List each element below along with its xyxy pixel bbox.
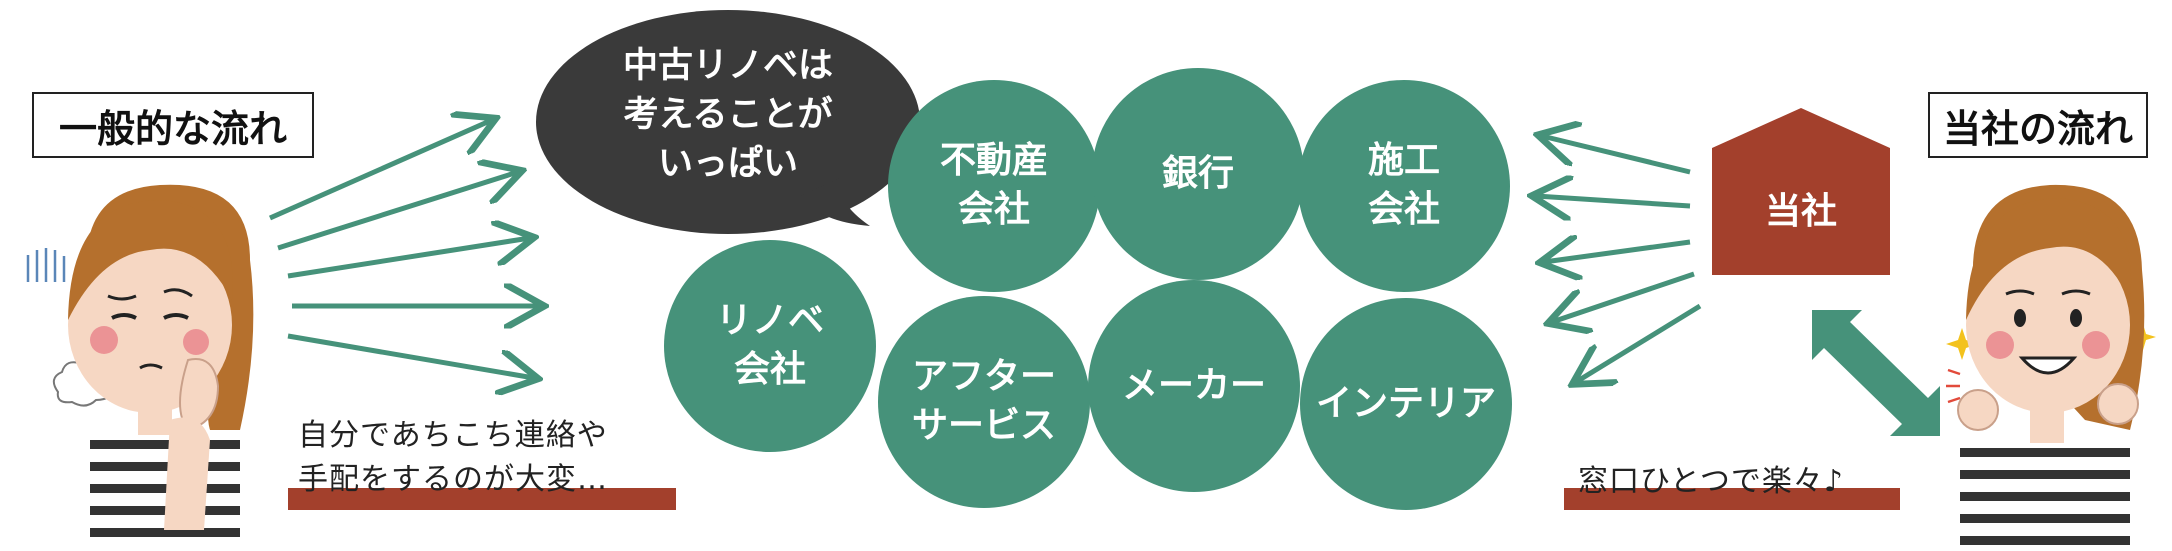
double-arrow-icon — [1812, 310, 1940, 436]
right-arrow-5 — [1576, 303, 1702, 382]
company-label: 当社 — [1764, 191, 1837, 232]
left-arrow-3 — [287, 238, 530, 279]
left-arrow-1 — [268, 120, 492, 221]
right-flow-title: 当社の流れ — [1928, 92, 2148, 158]
bubble-text: 中古リノベは 考えることが いっぱい — [622, 46, 833, 184]
circle-bank: 銀行 — [1092, 68, 1304, 280]
circle-construction: 施工 会社 — [1298, 80, 1510, 292]
right-note: 窓口ひとつで楽々♪ — [1578, 464, 1845, 499]
circle-interior: インテリア — [1300, 298, 1512, 510]
right-arrow-4 — [1552, 271, 1695, 322]
happy-woman-illustration — [1946, 184, 2156, 551]
circle-after-service: アフター サービス — [878, 296, 1090, 508]
right-arrow-2 — [1536, 196, 1691, 206]
left-note: 自分であちこち連絡や 手配をするのが大変… — [298, 418, 608, 497]
left-arrow-5 — [287, 333, 534, 378]
circle-maker: メーカー — [1088, 280, 1300, 492]
right-arrow-1 — [1542, 136, 1691, 175]
left-arrows — [268, 120, 540, 378]
circle-renovation: リノベ 会社 — [664, 240, 876, 452]
right-arrow-3 — [1544, 242, 1691, 262]
left-note-underline — [288, 488, 676, 510]
left-arrow-2 — [277, 172, 518, 251]
speech-bubble — [536, 10, 920, 234]
left-flow-title: 一般的な流れ — [32, 92, 314, 158]
circle-real-estate: 不動産 会社 — [888, 80, 1100, 292]
company-house — [1712, 108, 1890, 275]
right-note-underline — [1564, 488, 1900, 510]
right-arrows — [1536, 136, 1702, 382]
worried-woman-illustration — [26, 184, 254, 551]
